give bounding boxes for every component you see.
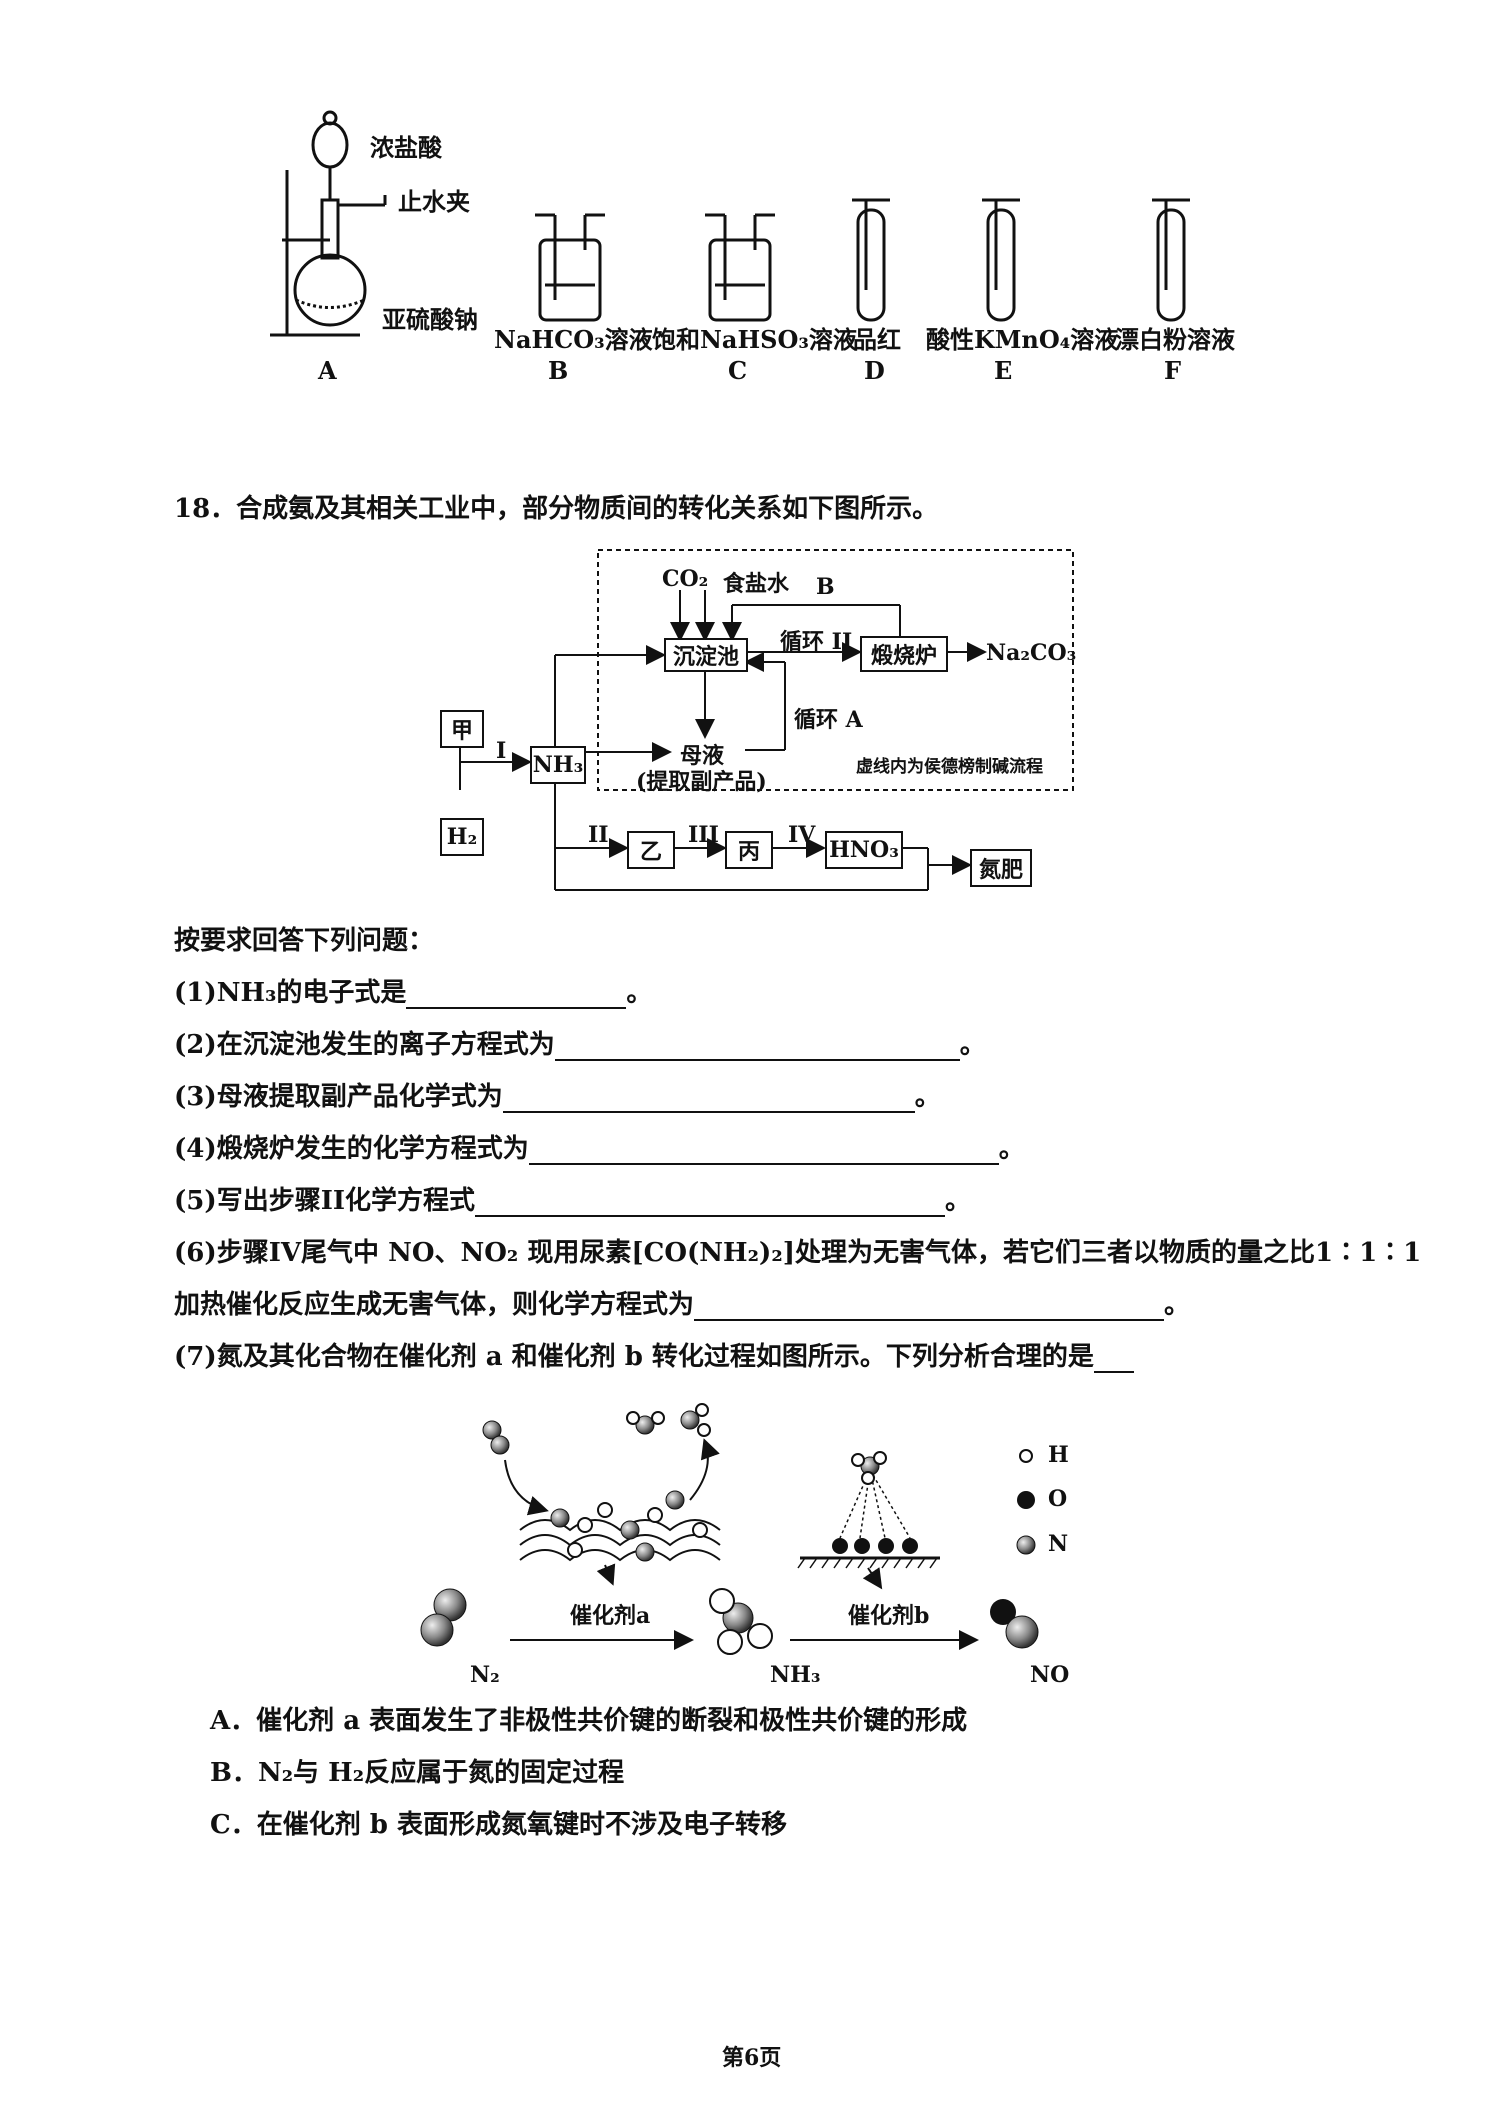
step-3-label: III — [688, 822, 719, 848]
option-c: C．在催化剂 b 表面形成氮氧键时不涉及电子转移 — [210, 1810, 787, 1840]
label-conc-hcl: 浓盐酸 — [370, 133, 442, 162]
q3-row: (3)母液提取副产品化学式为 。 — [174, 1076, 941, 1113]
letter-e: E — [994, 356, 1013, 385]
flow-diagram: 甲 H₂ I NH₃ CO₂ 食盐水 B 沉淀池 循环 II 煅烧炉 Na₂CO… — [0, 540, 1492, 900]
solution-f: 漂白粉溶液 — [1115, 325, 1235, 354]
label-sodium-sulfite: 亚硫酸钠 — [382, 305, 478, 334]
legend-h-icon — [1019, 1449, 1033, 1463]
step-2-label: II — [588, 822, 609, 848]
q6-row: 加热催化反应生成无害气体，则化学方程式为 。 — [174, 1284, 1190, 1321]
q5-period: 。 — [945, 1186, 972, 1216]
q6-text: 加热催化反应生成无害气体，则化学方程式为 — [174, 1290, 695, 1320]
q4-period: 。 — [998, 1134, 1025, 1164]
box-fertilizer: 氮肥 — [970, 849, 1032, 887]
catalysis-svg — [420, 1403, 1039, 1655]
apparatus-svg — [270, 110, 1190, 337]
flow-lines — [459, 549, 1074, 891]
box-bing: 丙 — [725, 831, 773, 869]
adsorbed-atoms — [550, 1490, 708, 1562]
catalyst-b-surface — [797, 1451, 940, 1569]
letter-d: D — [864, 356, 885, 385]
q5-text: (5)写出步骤II化学方程式 — [174, 1186, 476, 1216]
q4-text: (4)煅烧炉发生的化学方程式为 — [174, 1134, 529, 1164]
label-b: B — [816, 574, 835, 600]
step-4-label: IV — [788, 822, 816, 848]
q3-text: (3)母液提取副产品化学式为 — [174, 1082, 503, 1112]
label-clamp: 止水夹 — [398, 187, 470, 216]
q7-answer-blank[interactable] — [1093, 1349, 1134, 1373]
generator-apparatus — [270, 110, 387, 337]
solution-e: 酸性KMnO₄溶液 — [926, 325, 1119, 354]
label-catalyst-b: 催化剂b — [848, 1603, 930, 1629]
legend-h-label: H — [1048, 1442, 1069, 1468]
label-mother-liquor: 母液 — [680, 743, 725, 769]
no-molecule — [990, 1599, 1016, 1625]
label-catalyst-a: 催化剂a — [570, 1603, 651, 1629]
box-h2: H₂ — [440, 818, 484, 856]
dashed-region — [597, 549, 1074, 791]
solution-b: NaHCO₃溶液 — [494, 325, 653, 354]
solution-d: 品红 — [853, 325, 901, 354]
box-hno3: HNO₃ — [825, 831, 903, 869]
legend-o-icon — [1017, 1491, 1035, 1509]
box-tank: 沉淀池 — [664, 638, 748, 672]
q7-text: (7)氮及其化合物在催化剂 a 和催化剂 b 转化过程如图所示。下列分析合理的是 — [174, 1342, 1094, 1372]
letter-b: B — [548, 356, 569, 385]
q5-row: (5)写出步骤II化学方程式 。 — [174, 1180, 971, 1217]
legend-n-label: N — [1048, 1531, 1069, 1557]
legend-o-label: O — [1048, 1486, 1068, 1512]
box-jia: 甲 — [440, 710, 484, 748]
catalysis-figure: H O N 催化剂a 催化剂b N₂ NH₃ NO — [0, 1390, 1492, 1690]
catalyst-a-surface — [519, 1519, 721, 1562]
label-byproduct: (提取副产品) — [636, 769, 767, 795]
label-nh3: NH₃ — [770, 1662, 821, 1688]
q3-answer-blank[interactable] — [502, 1089, 915, 1113]
letter-f: F — [1164, 356, 1182, 385]
q6-answer-blank[interactable] — [694, 1297, 1165, 1321]
letter-c: C — [728, 356, 748, 385]
option-a: A．催化剂 a 表面发生了非极性共价键的断裂和极性共价键的形成 — [210, 1706, 968, 1736]
box-furnace: 煅烧炉 — [860, 636, 948, 672]
label-cycle-a: 循环 A — [794, 707, 863, 733]
letter-a: A — [318, 356, 337, 385]
label-no: NO — [1030, 1662, 1070, 1688]
wash-bottles — [535, 213, 775, 322]
solution-c: 饱和NaHSO₃溶液 — [652, 325, 857, 354]
q2-answer-blank[interactable] — [554, 1037, 960, 1061]
q2-text: (2)在沉淀池发生的离子方程式为 — [174, 1030, 555, 1060]
q6-line-1: (6)步骤IV尾气中 NO、NO₂ 现用尿素[CO(NH₂)₂]处理为无害气体，… — [174, 1238, 1422, 1268]
q4-row: (4)煅烧炉发生的化学方程式为 。 — [174, 1128, 1025, 1165]
label-brine: 食盐水 — [723, 571, 790, 597]
page-number: 第6页 — [722, 2045, 782, 2071]
q1-answer-blank[interactable] — [406, 985, 627, 1009]
apparatus-figure: 浓盐酸 止水夹 亚硫酸钠 NaHCO₃溶液 饱和NaHSO₃溶液 品红 酸性KM… — [0, 0, 1492, 400]
q1-row: (1)NH₃的电子式是 。 — [174, 972, 652, 1009]
label-cycle-2: 循环 II — [780, 629, 853, 655]
q3-period: 。 — [914, 1082, 941, 1112]
label-co2: CO₂ — [662, 566, 709, 592]
q2-row: (2)在沉淀池发生的离子方程式为 。 — [174, 1024, 986, 1061]
q1-period: 。 — [626, 978, 653, 1008]
box-yi: 乙 — [627, 831, 675, 869]
q4-answer-blank[interactable] — [528, 1141, 999, 1165]
option-b: B．N₂与 H₂反应属于氮的固定过程 — [210, 1758, 625, 1788]
label-na2co3: Na₂CO₃ — [986, 640, 1077, 666]
q7-row: (7)氮及其化合物在催化剂 a 和催化剂 b 转化过程如图所示。下列分析合理的是 — [174, 1336, 1134, 1373]
q5-answer-blank[interactable] — [475, 1193, 946, 1217]
q2-period: 。 — [959, 1030, 986, 1060]
dashed-note: 虚线内为侯德榜制碱流程 — [856, 757, 1043, 777]
box-nh3: NH₃ — [530, 746, 586, 784]
q6-period: 。 — [1164, 1290, 1191, 1320]
q1-text: (1)NH₃的电子式是 — [174, 978, 407, 1008]
label-n2: N₂ — [470, 1662, 500, 1688]
step-1-label: I — [496, 738, 507, 764]
legend-n-icon — [1016, 1535, 1036, 1555]
test-tubes — [852, 198, 1190, 322]
instruction: 按要求回答下列问题： — [174, 926, 435, 956]
question-18-stem: 18．合成氨及其相关工业中，部分物质间的转化关系如下图所示。 — [174, 494, 939, 524]
